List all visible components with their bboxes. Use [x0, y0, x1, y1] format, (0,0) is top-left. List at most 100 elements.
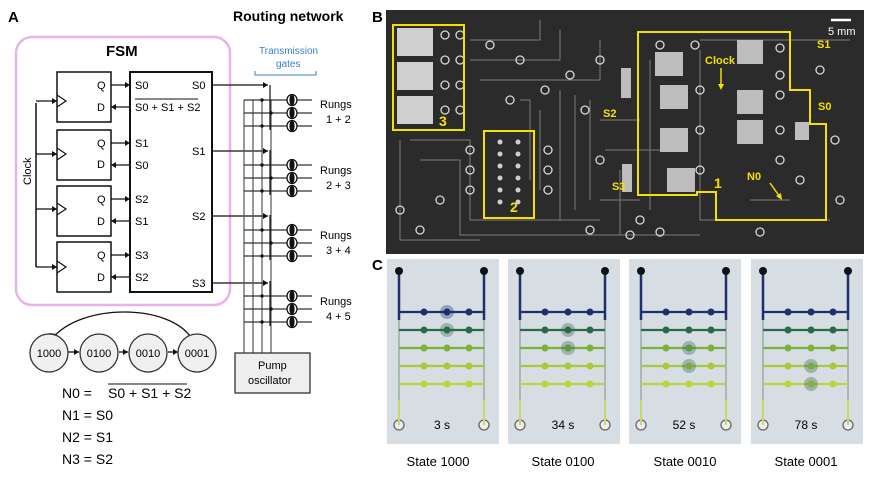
rungs-label-4: Rungs — [320, 296, 352, 308]
transmission-gate-core — [289, 107, 295, 119]
ladder-node — [807, 344, 815, 352]
chip-port — [635, 215, 645, 225]
snapshot-1-time: 3 s — [434, 418, 450, 432]
junction-dot — [260, 228, 264, 232]
ff-block-wires — [111, 84, 130, 278]
chip-valve — [515, 139, 521, 145]
transmission-gate-core — [289, 250, 295, 262]
dye-blob — [561, 341, 575, 355]
flip-flop-2 — [36, 129, 112, 181]
ladder-node — [685, 380, 693, 388]
ladder-node — [541, 308, 549, 316]
ladder-port-top — [516, 267, 524, 275]
chip-port — [465, 165, 475, 175]
chip-port — [543, 145, 553, 155]
snapshot-4: 78 s State 0001 — [751, 259, 863, 469]
chip-port — [585, 225, 595, 235]
snapshot-3-caption: State 0010 — [654, 454, 717, 469]
ladder-node — [564, 308, 572, 316]
ladder-node — [829, 308, 837, 316]
ladder-node — [564, 344, 572, 352]
junction-dot — [260, 254, 264, 258]
chip-valve — [515, 175, 521, 181]
chip-port — [543, 185, 553, 195]
chip-valve — [515, 187, 521, 193]
chip-label-clock: Clock — [705, 55, 736, 67]
snapshot-4-time: 78 s — [795, 418, 818, 432]
ladder-node — [685, 362, 693, 370]
ladder-node — [586, 380, 594, 388]
flip-flop-3 — [36, 185, 112, 237]
chip-port — [440, 55, 450, 65]
ff4-q-label: Q — [97, 250, 106, 262]
block-in-s0b: S0 — [135, 160, 148, 172]
snapshot-3: 52 s State 0010 — [629, 259, 741, 469]
rungs-range-2: 2 + 3 — [326, 180, 351, 192]
chip-label-s0: S0 — [818, 101, 831, 113]
chip-port — [515, 55, 525, 65]
chip-valve — [515, 199, 521, 205]
ladder-node — [420, 362, 428, 370]
snapshot-1-caption: State 1000 — [407, 454, 470, 469]
chip-port — [540, 85, 550, 95]
chip-port — [440, 30, 450, 40]
snapshot-3-bg — [629, 259, 741, 444]
ladder-node — [586, 308, 594, 316]
ladder-node — [465, 380, 473, 388]
ladder-node — [420, 380, 428, 388]
chip-highlights — [392, 24, 827, 221]
ladder-node — [662, 362, 670, 370]
tg-label-line2: gates — [276, 59, 300, 70]
tg-label-line1: Transmission — [259, 46, 318, 57]
chip-valve — [497, 187, 503, 193]
panel-b-label: B — [372, 9, 383, 26]
chip-port — [595, 155, 605, 165]
snapshot-2: 34 s State 0100 — [508, 259, 620, 469]
chip-port — [440, 105, 450, 115]
snapshot-2-bg — [508, 259, 620, 444]
dye-blob — [682, 341, 696, 355]
tg-bracket — [254, 71, 317, 76]
ladder-node — [829, 326, 837, 334]
state-text-0001: 0001 — [185, 348, 209, 360]
fsm-box — [14, 35, 232, 307]
ladder-node — [784, 362, 792, 370]
chip-port — [835, 195, 845, 205]
chip-port — [815, 65, 825, 75]
chip-port — [625, 230, 635, 240]
ff4-d-label: D — [97, 272, 105, 284]
chip-port — [440, 80, 450, 90]
ladder-node — [784, 380, 792, 388]
transmission-gate-core — [289, 303, 295, 315]
chip-port — [755, 227, 765, 237]
chip-port — [465, 185, 475, 195]
ladder-node — [807, 362, 815, 370]
region-3 — [392, 24, 465, 131]
transmission-gate-core — [289, 172, 295, 184]
routing-title: Routing network — [233, 8, 344, 24]
chip-photo — [386, 10, 864, 254]
chip-valve — [497, 175, 503, 181]
ladder-node — [807, 326, 815, 334]
ladder-node — [443, 380, 451, 388]
junction-dot — [260, 294, 264, 298]
ladder-node — [707, 326, 715, 334]
ladder-node — [829, 344, 837, 352]
chip-port — [690, 40, 700, 50]
ladder-node — [586, 326, 594, 334]
ladder-node — [829, 362, 837, 370]
snapshot-panels: 3 s State 1000 34 s State 0100 52 s Stat… — [387, 259, 863, 469]
chip-port — [775, 43, 785, 53]
routing-vertical-lines — [243, 100, 272, 353]
chip-label-region-1: 1 — [714, 175, 722, 191]
ladder-port-top — [480, 267, 488, 275]
ladder-node — [586, 344, 594, 352]
block-in-s3: S3 — [135, 250, 148, 262]
ladder-port-top — [722, 267, 730, 275]
ladder-node — [685, 326, 693, 334]
chip-port — [543, 165, 553, 175]
ff3-q-label: Q — [97, 194, 106, 206]
ladder-port-top — [637, 267, 645, 275]
ff2-q-label: Q — [97, 138, 106, 150]
ladder-node — [784, 344, 792, 352]
